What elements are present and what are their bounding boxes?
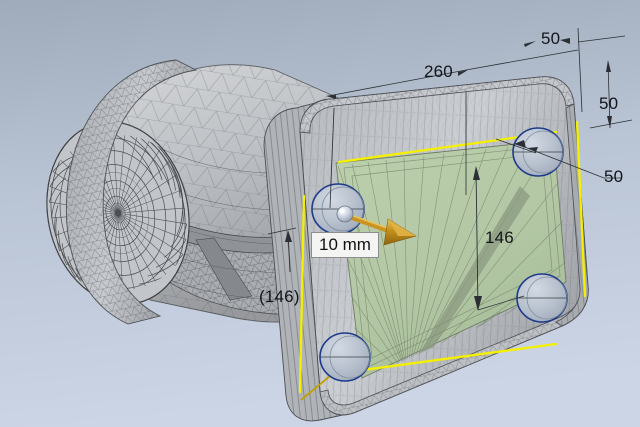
dimension-annotations[interactable] [267,27,633,311]
dimension-146-reference[interactable] [267,227,297,273]
plate-selected-face[interactable] [335,139,567,379]
drag-arrow-shaft[interactable] [345,213,395,235]
drag-distance-label[interactable]: 10 mm [311,232,379,258]
mounting-plate[interactable] [263,76,589,422]
drag-handle-arrow[interactable] [336,205,417,246]
dimension-50-leader[interactable] [495,138,622,179]
plate-top-rim-mesh [300,76,574,133]
arrowhead-50-top-left [524,41,536,47]
highlight-edge-corner [300,375,331,401]
dimension-label-146[interactable]: 146 [485,228,514,247]
dimension-label-260[interactable]: 260 [424,62,453,81]
highlight-edge-left [298,194,306,394]
dimension-50-right[interactable] [577,35,633,129]
shroud-front-lip-mesh [66,60,197,324]
arrowhead-260-right [458,70,468,76]
plate-right-rim-ribs [556,104,589,326]
arrowhead-50-right-bottom [607,116,612,128]
ext-line-260-left [329,107,335,209]
dimension-146[interactable] [473,166,525,311]
mounting-hole-top-left[interactable] [311,183,365,235]
arrowhead-146-top [473,166,480,180]
arrowhead-50-right-top [606,60,611,72]
plate-face-shadow-band [408,186,530,378]
dimension-label-146-reference[interactable]: (146) [259,287,300,306]
dimension-260[interactable] [326,69,468,209]
dim-line-146 [475,167,479,311]
highlight-edge-bottom [331,342,558,376]
arrowhead-260-left [326,95,336,99]
highlight-edge-right [575,120,587,298]
shroud-strut [195,237,253,301]
arrowhead-50-top-right [560,38,570,44]
ext-line-50-right-upper [577,35,626,43]
drag-arrow-head-highlight [388,219,416,236]
drag-arrow-shaft-highlight [347,213,391,230]
plate-face-recess-outline [343,145,561,369]
drag-arrow-knob-specular [339,208,345,214]
arrowhead-146-ref-top [285,230,292,242]
ext-line-146-bottom [477,295,525,311]
ext-line-50-right-lower [589,119,633,129]
dim-line-50-top [465,49,579,71]
leader-line-50-secondary [495,138,537,154]
dimension-label-50-right[interactable]: 50 [599,94,619,113]
dim-line-260 [327,69,467,97]
arrowhead-50-leader [514,140,526,148]
ext-line-146-ref [267,227,297,235]
arrowhead-146-bottom [474,296,482,311]
mounting-hole-bottom-left[interactable] [319,332,371,382]
plate-left-rim-ribs [264,99,356,421]
drag-arrow-origin-knob[interactable] [336,205,354,223]
dimension-label-50-leader[interactable]: 50 [604,167,624,186]
dimension-label-50-top[interactable]: 50 [541,29,561,48]
arrowhead-50-leader-2 [528,147,538,152]
mounting-hole-bottom-right[interactable] [516,273,568,323]
